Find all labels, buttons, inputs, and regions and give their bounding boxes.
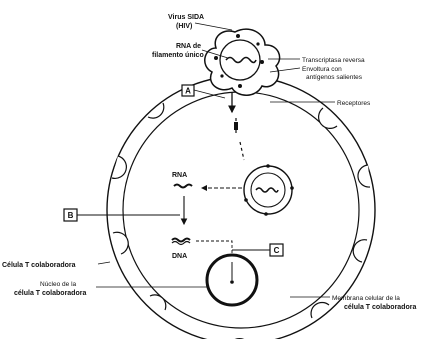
hiv-virus (205, 29, 280, 95)
label-box-c: C (232, 244, 283, 256)
svg-text:B: B (68, 211, 74, 220)
uncoated-virus (244, 164, 294, 216)
t-cell-label: Célula T colaboradora (2, 262, 76, 269)
membrane-label: Membrana celular de la célula T colabora… (332, 295, 416, 311)
svg-text:Membrana celular de la: Membrana celular de la (332, 295, 400, 302)
svg-text:filamento único: filamento único (152, 52, 204, 59)
label-box-b: B (64, 209, 180, 221)
virus-path (234, 118, 244, 160)
svg-text:antígenos salientes: antígenos salientes (306, 74, 363, 81)
svg-text:A: A (185, 87, 191, 96)
t-cell-nucleus (207, 255, 257, 305)
reverse-transcriptase-label: Transcriptasa reversa (302, 57, 365, 64)
svg-text:Envoltura con: Envoltura con (302, 66, 342, 73)
svg-text:célula T colaboradora: célula T colaboradora (14, 290, 86, 297)
svg-text:célula T colaboradora: célula T colaboradora (344, 304, 416, 311)
rna-strand: RNA (172, 172, 242, 224)
virus-label: Virus SIDA (HIV) (168, 14, 204, 30)
rna-single-label: RNA de filamento único (152, 43, 204, 59)
svg-text:Virus SIDA: Virus SIDA (168, 14, 204, 21)
receptors-label: Receptores (337, 100, 371, 107)
envelope-label: Envoltura con antígenos salientes (302, 66, 363, 81)
svg-text:RNA de: RNA de (176, 43, 201, 50)
svg-text:Núcleo de la: Núcleo de la (40, 281, 77, 288)
svg-text:(HIV): (HIV) (176, 23, 192, 30)
nucleus-label: Núcleo de la célula T colaboradora (14, 281, 86, 297)
svg-text:RNA: RNA (172, 172, 187, 179)
svg-text:DNA: DNA (172, 253, 187, 260)
svg-text:C: C (274, 246, 280, 255)
